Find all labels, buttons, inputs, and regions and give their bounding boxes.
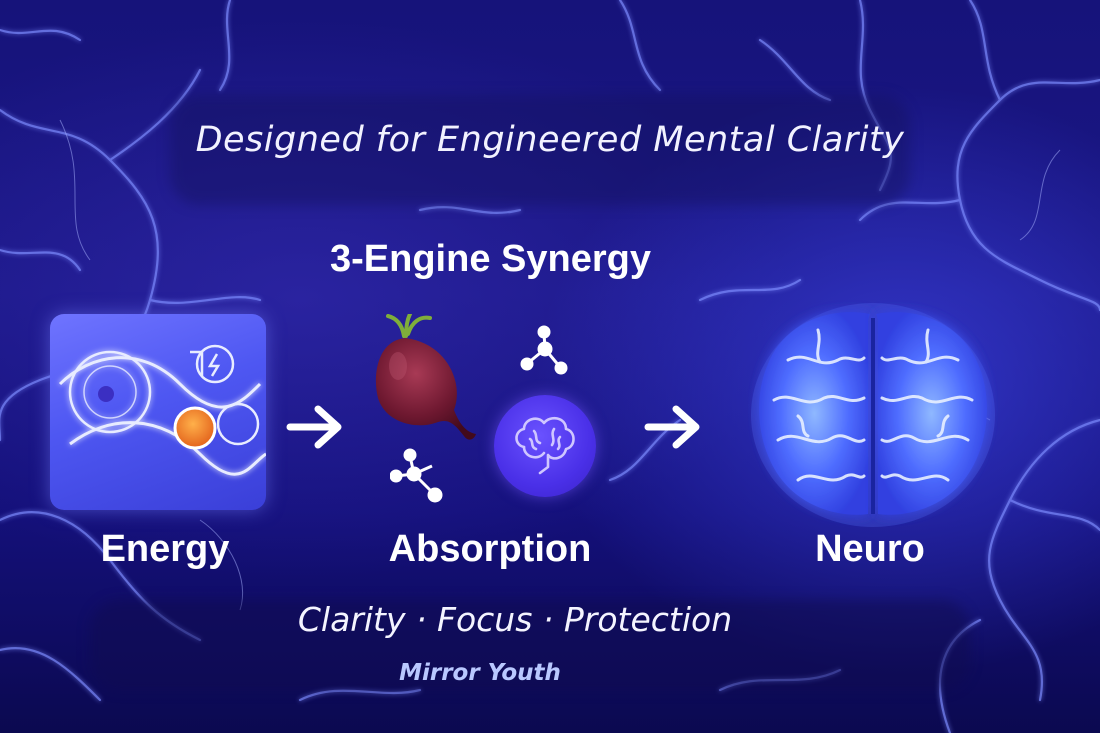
glowing-brain-icon [751, 303, 995, 527]
main-title: Designed for Engineered Mental Clarity [195, 120, 905, 160]
arrow-right-icon [286, 405, 342, 449]
energy-label: Energy [100, 528, 230, 570]
absorption-label: Absorption [388, 528, 592, 570]
molecule-icon [390, 448, 443, 503]
tagline-band [90, 600, 970, 690]
section-heading: 3-Engine Synergy [330, 238, 651, 280]
arrow-right-icon [644, 405, 700, 449]
brand-name: Mirror Youth [399, 660, 561, 686]
tagline: Clarity · Focus · Protection [297, 600, 733, 639]
brain-badge-icon [494, 395, 596, 497]
energy-circuit-icon [50, 314, 266, 510]
beet-icon [375, 314, 476, 440]
neuro-label: Neuro [815, 528, 925, 570]
molecule-icon [520, 325, 568, 375]
title-band [170, 95, 910, 205]
